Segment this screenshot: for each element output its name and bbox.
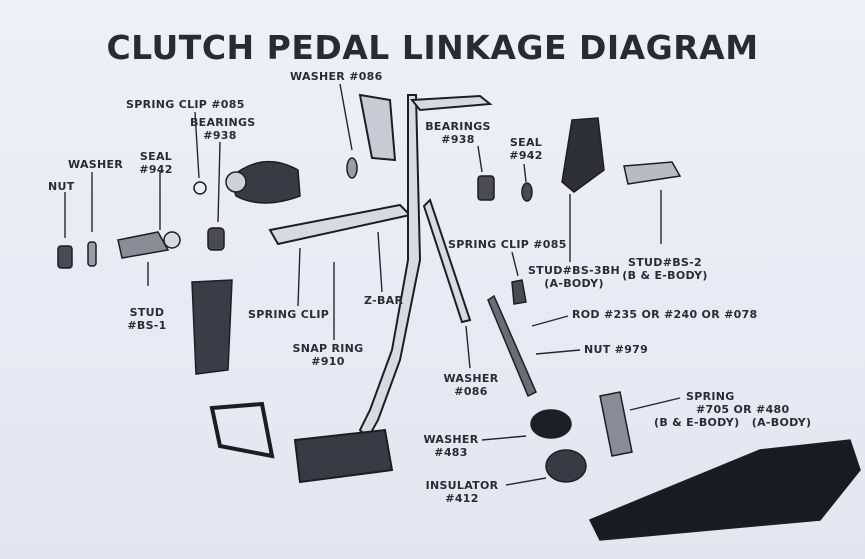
label-bearings-938-right-line2: #938 <box>441 133 475 146</box>
label-seal-942-left-line1: SEAL <box>139 150 173 163</box>
label-stud-bs1-line2: #BS-1 <box>127 319 167 332</box>
label-stud-bs1-line1: STUD <box>129 306 165 319</box>
label-nut-979: NUT #979 <box>584 343 649 356</box>
label-seal-942-right-line2: #942 <box>509 149 543 162</box>
diagram-title: CLUTCH PEDAL LINKAGE DIAGRAM <box>106 28 759 67</box>
label-z-bar: Z-BAR <box>364 294 404 307</box>
label-washer-086-bottom: WASHER #086 <box>436 372 506 398</box>
label-bearings-938-left: BEARINGS #938 <box>190 116 256 142</box>
label-stud-bs3bh-line2: (A-BODY) <box>544 277 604 290</box>
label-spring-705-line3: (B & E-BODY) (A-BODY) <box>654 416 812 429</box>
label-spring-clip-085-left: SPRING CLIP #085 <box>126 98 245 111</box>
label-snap-ring-910: SNAP RING #910 <box>288 342 368 368</box>
label-nut: NUT <box>48 180 75 193</box>
label-stud-bs2-line2: (B & E-BODY) <box>622 269 708 282</box>
label-bearings-938-right: BEARINGS #938 <box>424 120 492 146</box>
label-snap-ring-910-line1: SNAP RING <box>292 342 364 355</box>
label-washer-086-bottom-line2: #086 <box>454 385 488 398</box>
label-snap-ring-910-line2: #910 <box>311 355 345 368</box>
label-washer-left: WASHER <box>68 158 124 171</box>
label-seal-942-right: SEAL #942 <box>506 136 546 162</box>
label-seal-942-left: SEAL #942 <box>136 150 176 176</box>
label-seal-942-right-line1: SEAL <box>509 136 543 149</box>
label-bearings-938-left-line1: BEARINGS <box>190 116 256 129</box>
label-insulator-412: INSULATOR #412 <box>420 479 504 505</box>
label-spring-705: SPRING #705 OR #480 (B & E-BODY) (A-BODY… <box>654 390 811 429</box>
label-washer-086-bottom-line1: WASHER <box>443 372 499 385</box>
label-insulator-412-line1: INSULATOR <box>425 479 499 492</box>
label-rod: ROD #235 OR #240 OR #078 <box>572 308 758 321</box>
label-bearings-938-right-line1: BEARINGS <box>425 120 491 133</box>
label-washer-483-line2: #483 <box>434 446 468 459</box>
label-spring-clip-085-right: SPRING CLIP #085 <box>448 238 567 251</box>
label-stud-bs1: STUD #BS-1 <box>122 306 172 332</box>
label-stud-bs3bh: STUD#BS-3BH (A-BODY) <box>524 264 624 290</box>
label-stud-bs2: STUD#BS-2 (B & E-BODY) <box>618 256 712 282</box>
label-spring-705-line1: SPRING <box>686 390 735 403</box>
label-spring-clip: SPRING CLIP <box>248 308 330 321</box>
label-bearings-938-left-line2: #938 <box>203 129 237 142</box>
label-stud-bs2-line1: STUD#BS-2 <box>628 256 702 269</box>
label-seal-942-left-line2: #942 <box>139 163 173 176</box>
label-washer-483: WASHER #483 <box>420 433 482 459</box>
label-insulator-412-line2: #412 <box>445 492 479 505</box>
label-stud-bs3bh-line1: STUD#BS-3BH <box>527 264 621 277</box>
label-washer-483-line1: WASHER <box>423 433 479 446</box>
label-spring-705-line2: #705 OR #480 <box>696 403 790 416</box>
label-washer-086-top: WASHER #086 <box>290 70 383 83</box>
